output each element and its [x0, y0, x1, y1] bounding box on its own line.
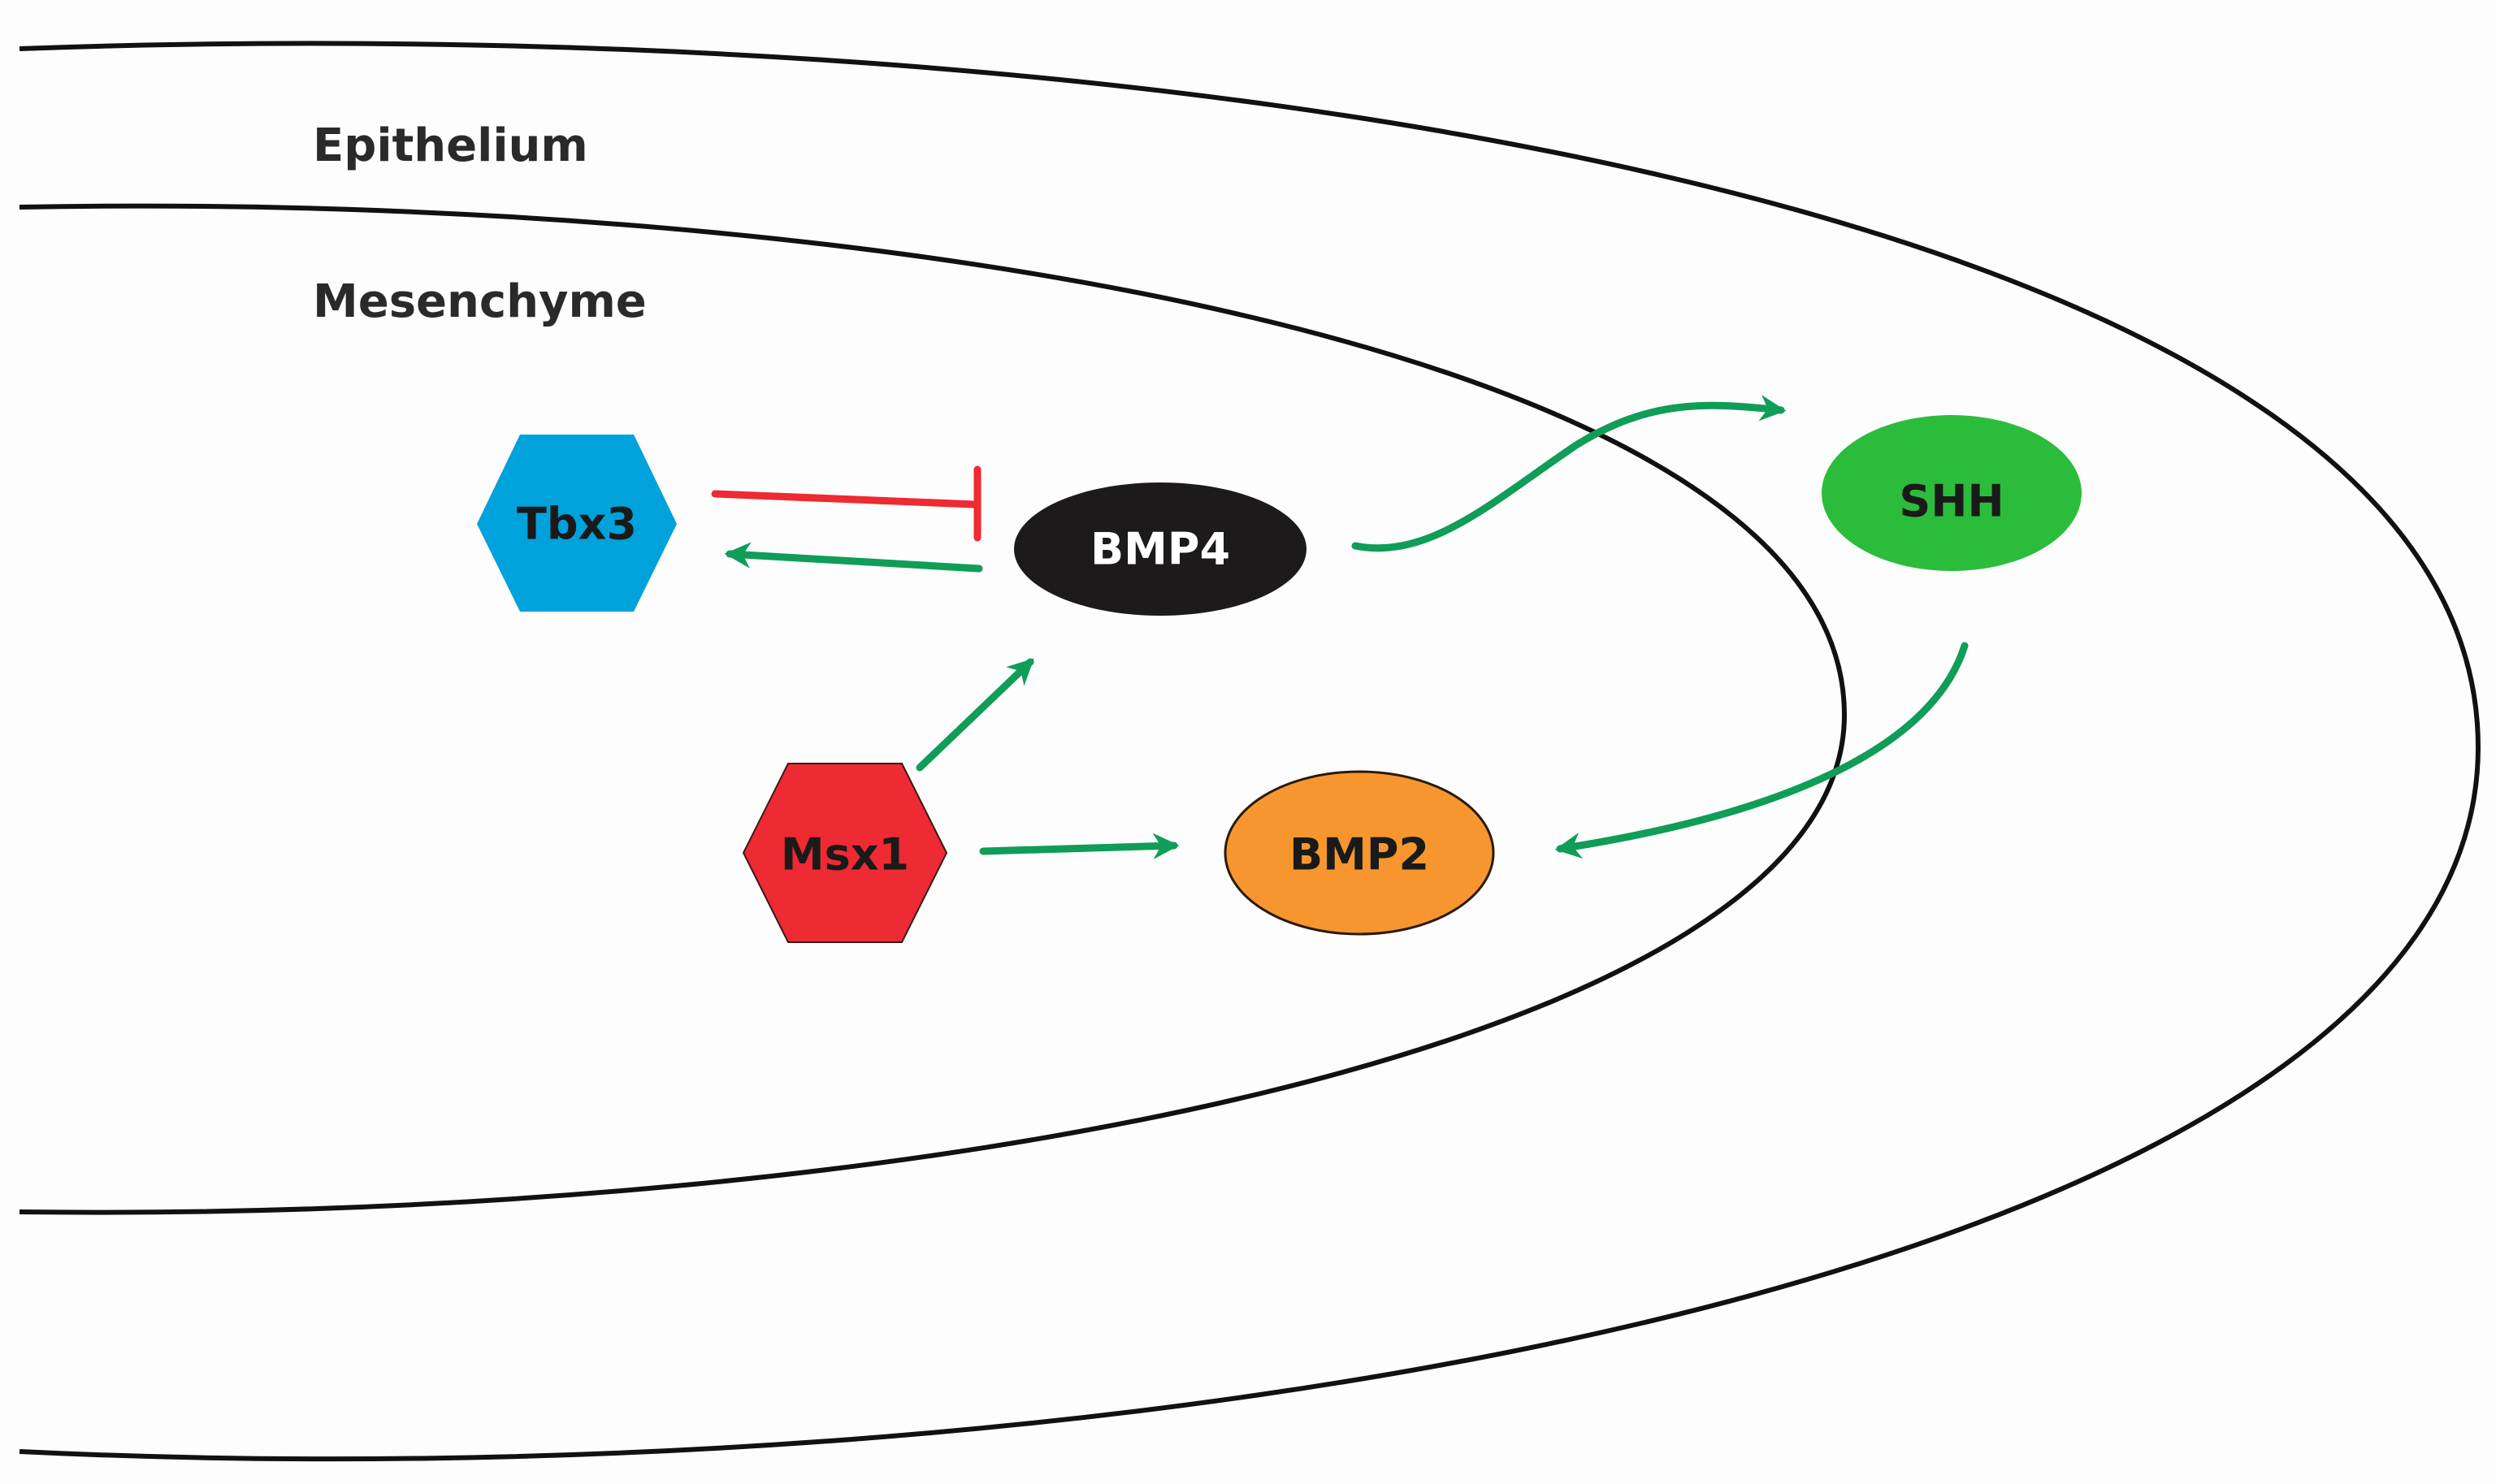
activation-edge-msx1-bmp4 [916, 658, 1034, 772]
bmp2-ellipse-shape [1224, 770, 1495, 936]
bmp2-label: BMP2 [1289, 829, 1429, 880]
activation-edge-shh-bmp2 [1554, 642, 1969, 859]
msx1-node: Msx1 [742, 763, 948, 943]
msx1-label: Msx1 [781, 829, 909, 880]
activation-edge-bmp4-tbx3 [724, 542, 983, 573]
inhibition-edge-tbx3-bmp4 [711, 465, 982, 542]
mesenchyme-label: Mesenchyme [313, 275, 647, 328]
bmp2-node: BMP2 [1224, 770, 1495, 936]
shh-ellipse-shape [1822, 415, 2082, 571]
epithelium-outer-boundary [19, 41, 2481, 1462]
epithelium-label: Epithelium [313, 119, 588, 172]
bmp4-node: BMP4 [1014, 482, 1306, 616]
msx1-hexagon-shape [742, 763, 948, 943]
shh-label: SHH [1899, 476, 2004, 527]
bmp4-label: BMP4 [1090, 524, 1230, 575]
tbx3-node: Tbx3 [477, 435, 677, 612]
bmp4-ellipse-shape [1014, 482, 1306, 616]
epithelium-mesenchyme-boundary [19, 203, 1848, 1215]
shh-node: SHH [1822, 415, 2082, 571]
tbx3-label: Tbx3 [517, 499, 637, 550]
activation-edge-msx1-bmp2 [979, 833, 1180, 859]
activation-edge-bmp4-shh [1351, 395, 1787, 552]
tbx3-hexagon-shape [477, 435, 677, 612]
